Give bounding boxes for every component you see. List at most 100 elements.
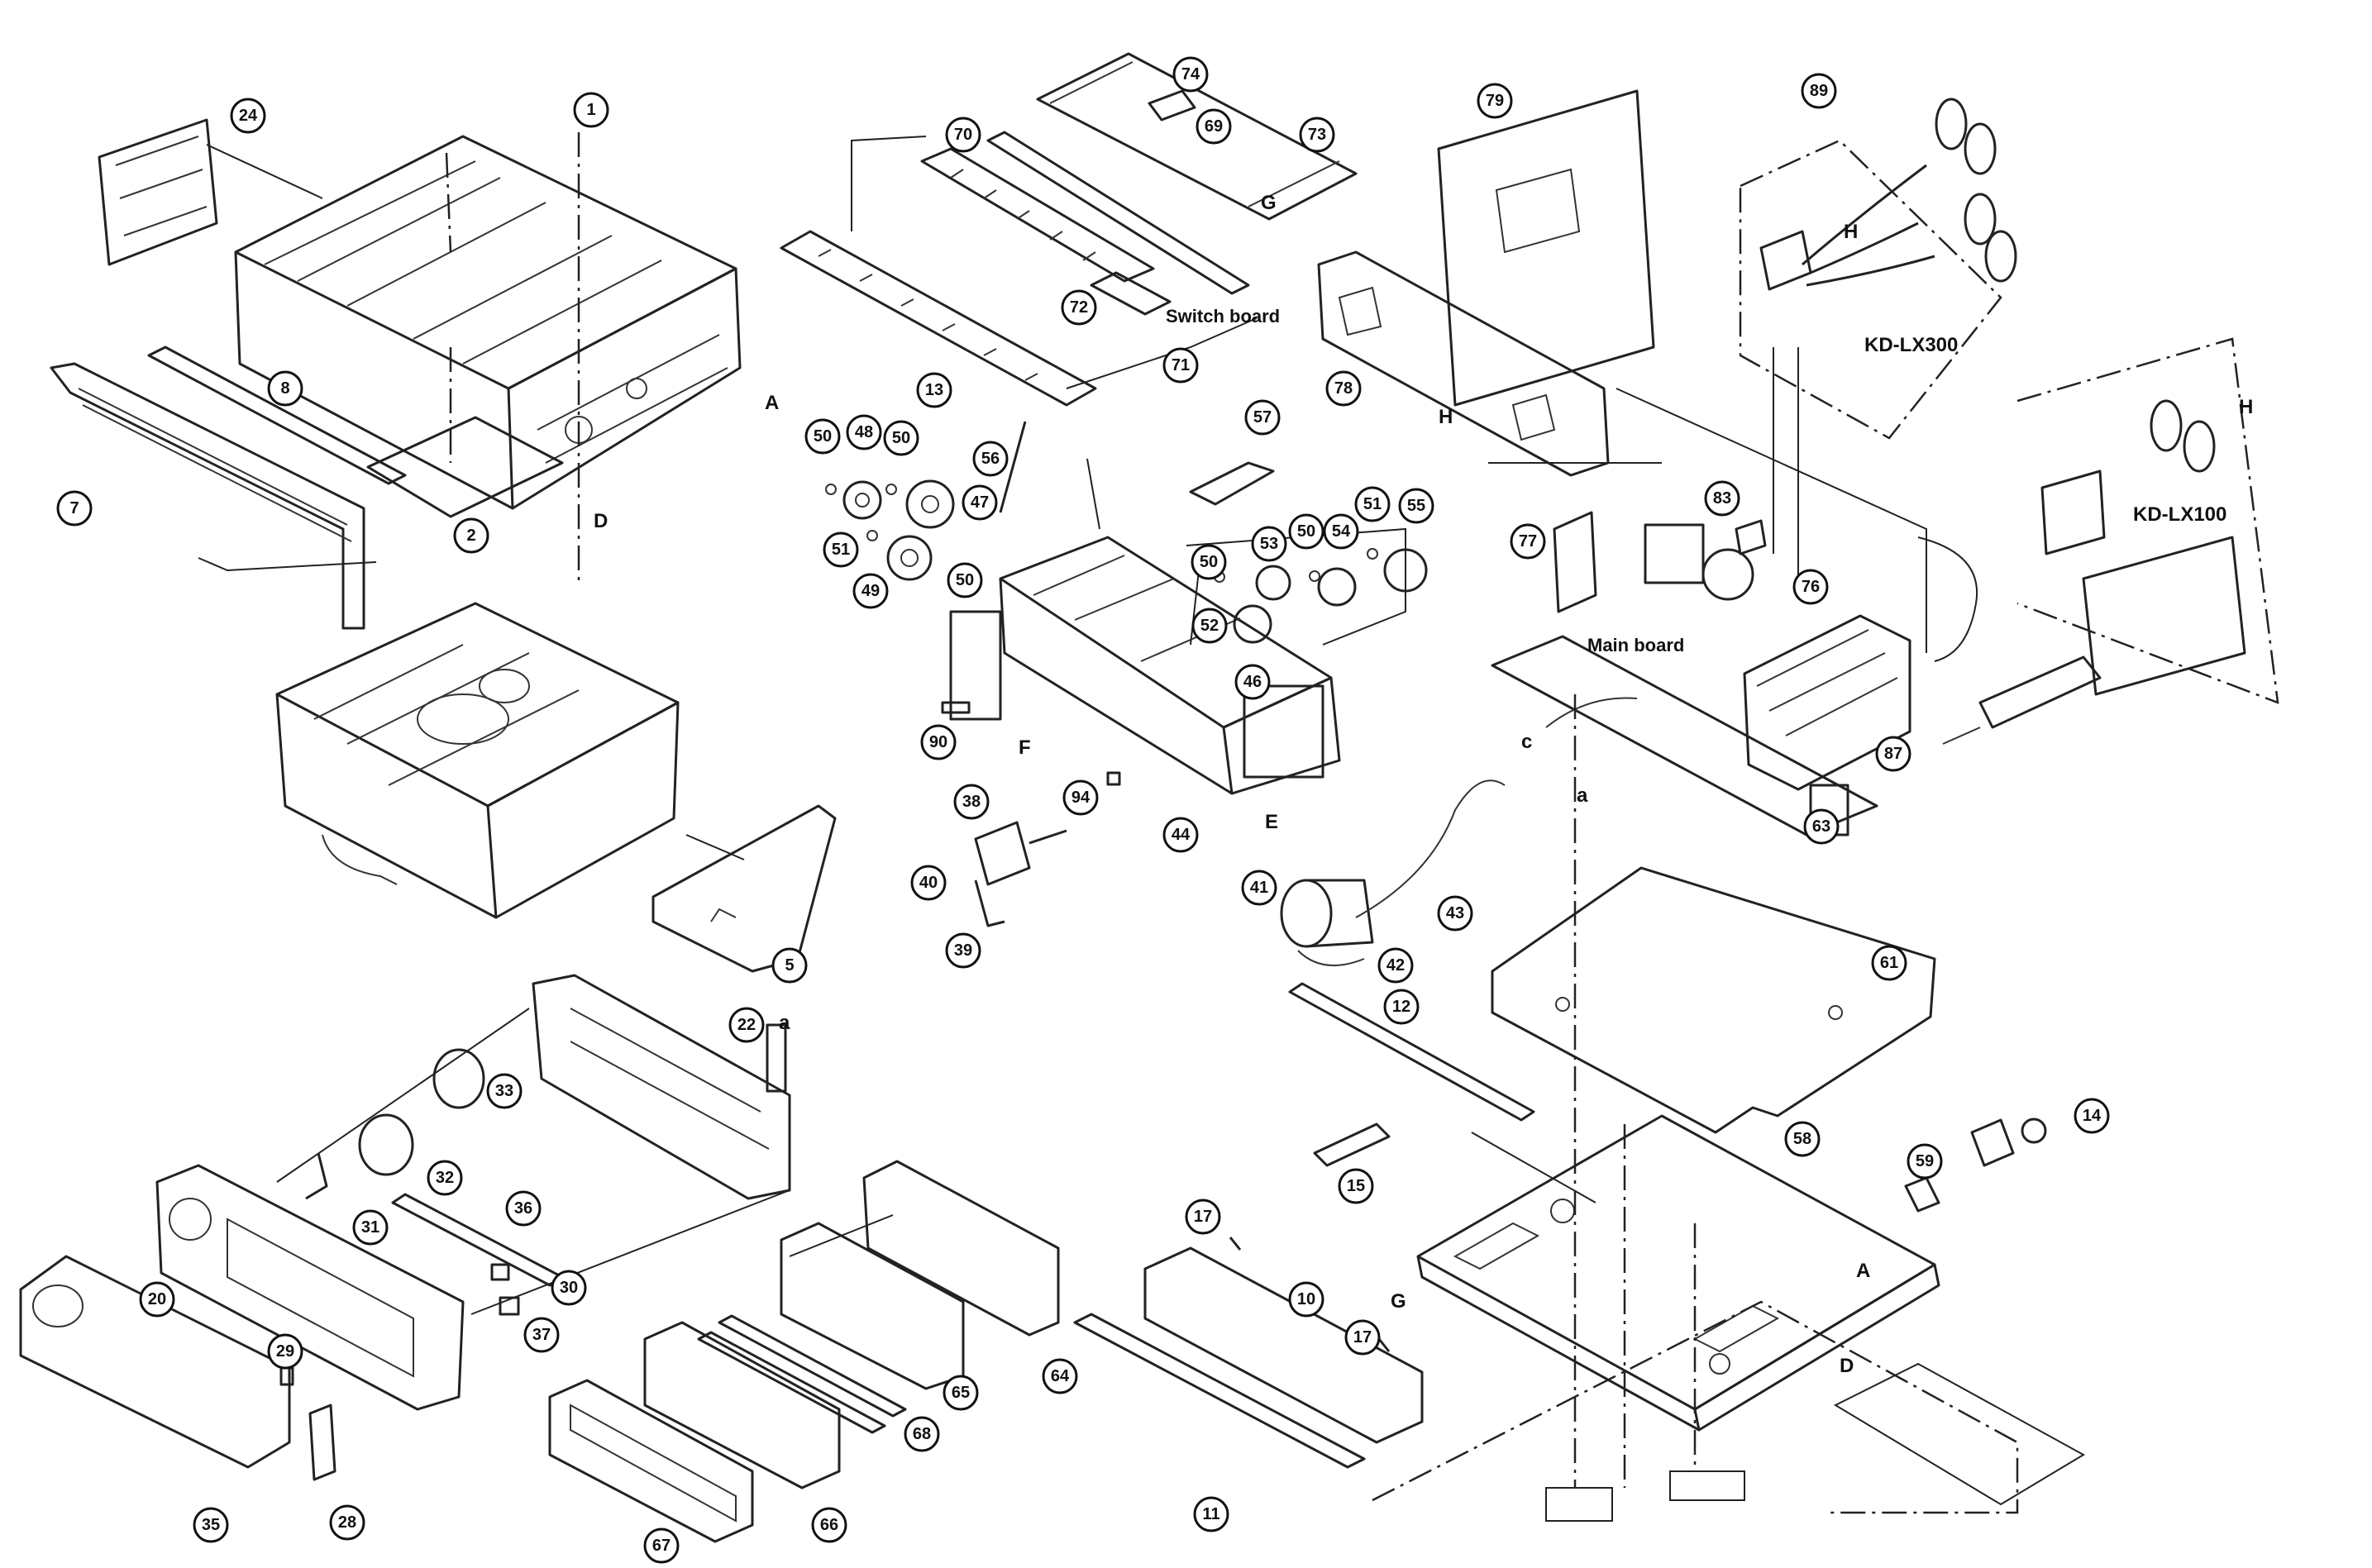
callout-number: 10	[1297, 1290, 1315, 1308]
callout-part-50: 50	[804, 418, 841, 455]
callout-number: 50	[1297, 522, 1315, 541]
callout-part-87: 87	[1875, 736, 1911, 772]
callout-part-41: 41	[1241, 870, 1277, 906]
callout-number: 57	[1253, 408, 1272, 427]
callout-number: 94	[1071, 789, 1091, 807]
callout-circle	[505, 1190, 542, 1227]
callout-number: 71	[1172, 356, 1190, 374]
callout-part-15: 15	[1338, 1168, 1374, 1204]
callout-part-89: 89	[1801, 73, 1837, 109]
callout-part-64: 64	[1042, 1358, 1078, 1394]
callout-number: 40	[919, 874, 938, 892]
callout-number: 46	[1243, 673, 1262, 691]
callout-circle	[643, 1527, 680, 1564]
callout-part-17-2: 17	[1344, 1319, 1381, 1356]
main-board-label: Main board	[1587, 635, 1684, 655]
callout-number: 50	[814, 427, 832, 446]
callout-circle	[2074, 1098, 2110, 1134]
callout-part-63: 63	[1803, 808, 1840, 845]
callout-circle	[846, 414, 882, 450]
callout-part-35: 35	[193, 1507, 229, 1543]
callout-circle	[1299, 117, 1335, 153]
callout-circle	[972, 441, 1009, 477]
callout-circle	[1061, 289, 1097, 326]
callout-part-33: 33	[486, 1073, 523, 1109]
callout-number: 74	[1181, 65, 1200, 83]
callout-circle	[1251, 526, 1287, 562]
callout-number: 83	[1713, 489, 1731, 508]
switch-board-label: Switch board	[1166, 306, 1280, 326]
callout-number: 69	[1205, 117, 1223, 136]
callout-circle	[728, 1007, 765, 1043]
callout-number: 24	[239, 107, 258, 125]
callout-circle	[943, 1375, 979, 1411]
chassis-assembly	[50, 118, 837, 973]
callout-part-43: 43	[1437, 895, 1473, 932]
base-plate-assembly	[1073, 694, 2086, 1522]
callout-part-50-4: 50	[1191, 544, 1227, 580]
callout-circle	[910, 865, 947, 901]
callout-number: 70	[954, 126, 972, 144]
callout-circle	[1325, 370, 1362, 407]
callout-circle	[1354, 486, 1391, 522]
callout-part-94: 94	[1062, 779, 1099, 816]
callout-circle	[811, 1507, 847, 1543]
callout-part-17: 17	[1185, 1199, 1221, 1235]
callout-number: 87	[1884, 745, 1902, 763]
callout-number: 31	[361, 1218, 379, 1237]
callout-circle	[1241, 870, 1277, 906]
callout-part-50-3: 50	[947, 562, 983, 598]
callout-number: 90	[929, 733, 947, 751]
callout-number: 41	[1250, 879, 1268, 897]
callout-number: 76	[1802, 578, 1820, 596]
callout-part-12: 12	[1383, 989, 1420, 1025]
callout-number: 89	[1810, 82, 1828, 100]
window-assembly	[548, 1160, 1060, 1543]
callout-circle	[453, 517, 489, 554]
callout-circle	[823, 531, 859, 568]
callout-circle	[916, 372, 952, 408]
callout-part-2: 2	[453, 517, 489, 554]
callout-circle	[267, 370, 303, 407]
callout-circle	[962, 484, 998, 521]
callout-circle	[1288, 513, 1324, 550]
callout-number: 17	[1353, 1328, 1372, 1346]
callout-circle	[1377, 947, 1414, 984]
callout-part-39: 39	[945, 932, 981, 969]
callout-part-66: 66	[811, 1507, 847, 1543]
callout-circle	[1510, 523, 1546, 560]
ref-letter-a-upper: A	[765, 392, 779, 414]
ref-letter-h-lx100: H	[2239, 396, 2253, 418]
callout-part-13: 13	[916, 372, 952, 408]
callout-circle	[329, 1504, 365, 1541]
callout-number: 54	[1332, 522, 1351, 541]
callout-part-67: 67	[643, 1527, 680, 1564]
callout-number: 5	[785, 956, 794, 975]
callout-part-38: 38	[953, 784, 990, 820]
callout-circle	[1398, 488, 1434, 524]
callout-number: 20	[148, 1290, 166, 1308]
callout-part-57: 57	[1244, 399, 1281, 436]
callout-number: 51	[1363, 495, 1382, 513]
callout-circle	[945, 117, 981, 153]
callout-number: 55	[1407, 497, 1425, 515]
callout-part-76: 76	[1792, 569, 1829, 605]
callout-part-73: 73	[1299, 117, 1335, 153]
callout-number: 8	[280, 379, 289, 398]
ref-letter-h-board: H	[1439, 406, 1453, 428]
callout-part-78: 78	[1325, 370, 1362, 407]
callout-number: 49	[861, 582, 880, 600]
callout-number: 72	[1070, 298, 1088, 317]
callout-part-48: 48	[846, 414, 882, 450]
callout-number: 52	[1200, 617, 1219, 635]
callout-number: 56	[981, 450, 1000, 468]
callout-part-70: 70	[945, 117, 981, 153]
callout-part-52: 52	[1191, 608, 1228, 644]
callout-part-77: 77	[1510, 523, 1546, 560]
callout-part-68: 68	[904, 1416, 940, 1452]
callout-part-10: 10	[1288, 1281, 1324, 1318]
callout-number: 79	[1486, 92, 1504, 110]
callout-number: 36	[514, 1199, 532, 1218]
callout-part-20: 20	[139, 1281, 175, 1318]
